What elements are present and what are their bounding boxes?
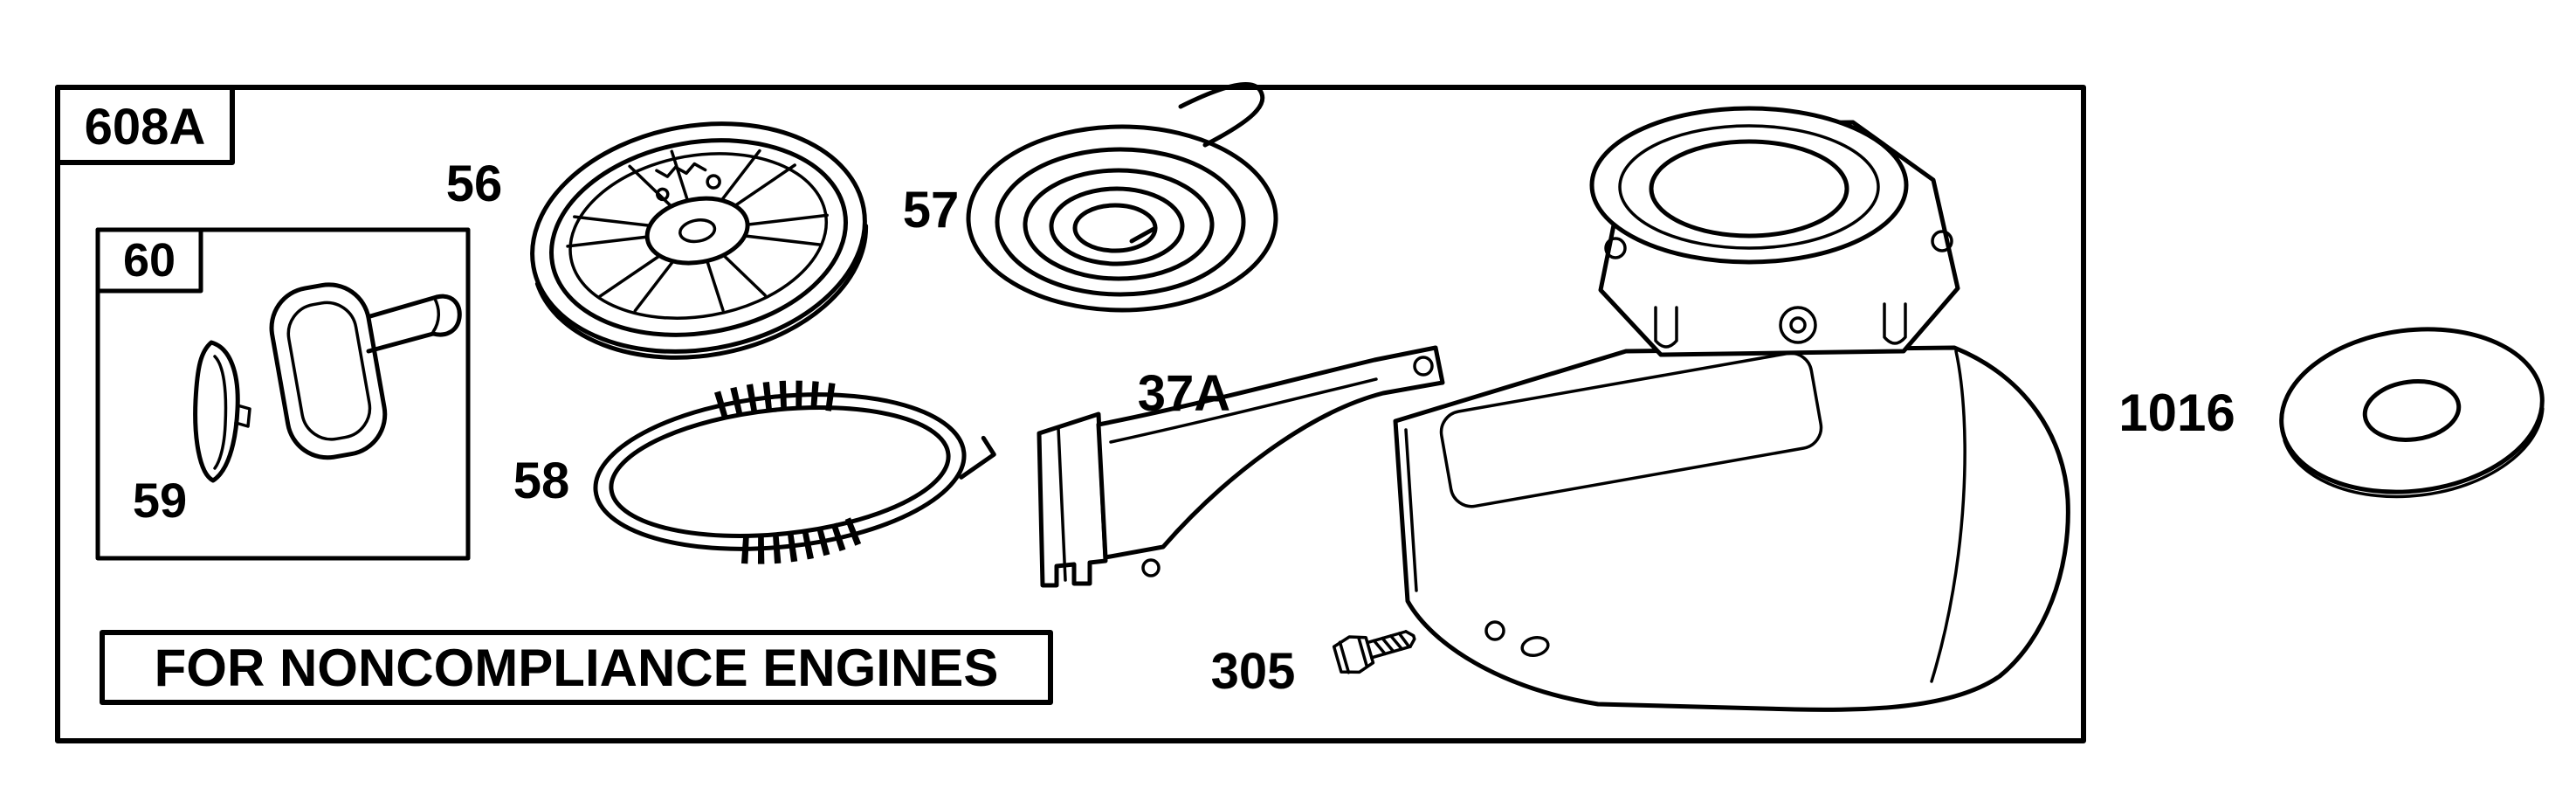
starter-spring-drawing [593, 380, 996, 564]
washer-label: 1016 [2118, 384, 2235, 442]
blower-housing-drawing [1393, 106, 2070, 712]
pulley-label: 56 [446, 156, 503, 212]
washer-drawing [2279, 327, 2545, 499]
pulley-drawing [530, 121, 869, 360]
notice-text: FOR NONCOMPLIANCE ENGINES [155, 639, 999, 697]
rewind-spring-drawing [966, 82, 1278, 313]
bracket-label: 37A [1138, 365, 1230, 422]
frame-label: 608A [85, 99, 206, 156]
bolt-label: 305 [1211, 643, 1296, 700]
pawl-label: 59 [133, 473, 187, 528]
bolt-drawing [1332, 630, 1416, 674]
diagram-border [55, 85, 2086, 743]
rewind-spring-label: 57 [903, 182, 960, 238]
frame-label-box: 608A [55, 85, 235, 165]
starter-grip-drawing [269, 282, 462, 460]
bracket-drawing [1037, 345, 1445, 588]
notice-box: FOR NONCOMPLIANCE ENGINES [100, 630, 1053, 705]
inset-box: 60 59 [95, 227, 471, 561]
pawl-drawing [193, 340, 251, 483]
starter-spring-label: 58 [513, 453, 570, 509]
inset-box-label: 60 [123, 234, 176, 287]
